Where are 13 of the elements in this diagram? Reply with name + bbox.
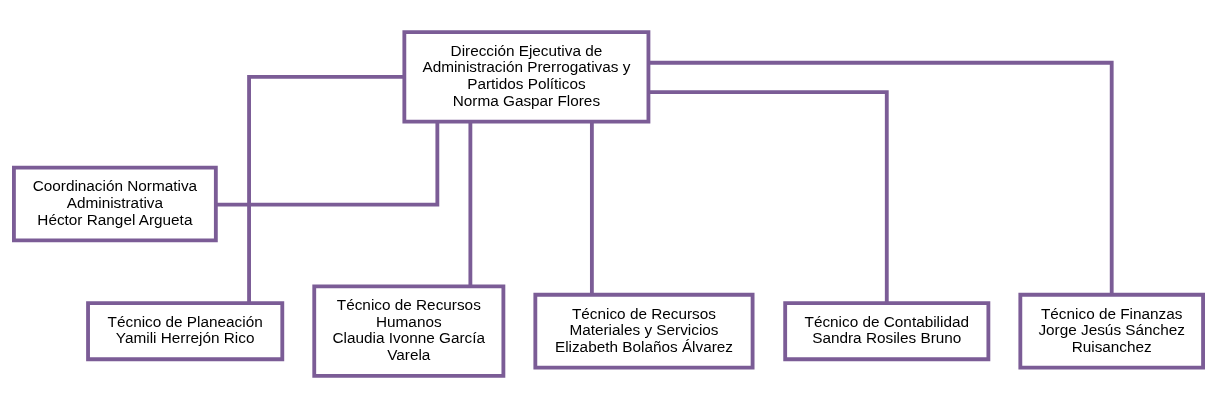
- connector: [648, 60, 1114, 294]
- node-box: Técnico de Recursos Materiales y Servicios Elizabeth Bolaños Álvarez: [533, 292, 755, 369]
- node-box: Técnico de Recursos Humanos Claudia Ivonne García Varela: [312, 284, 506, 378]
- node-box: Técnico de Planeación Yamili Herrejón Rico: [86, 300, 285, 361]
- connector: [589, 121, 594, 295]
- connector: [468, 121, 473, 286]
- node-box: Dirección Ejecutiva de Administración Prerrogativas y Partidos Políticos Norma Gaspar Flores: [402, 29, 651, 123]
- node-box: Coordinación Normativa Administrativa Héctor Rangel Argueta: [12, 165, 218, 242]
- node-box: Técnico de Finanzas Jorge Jesús Sánchez Ruisanchez: [1018, 292, 1205, 369]
- node-box: Técnico de Contabilidad Sandra Rosiles Bruno: [783, 300, 991, 361]
- connector: [247, 74, 404, 303]
- connector: [648, 89, 889, 303]
- connector: [216, 121, 440, 207]
